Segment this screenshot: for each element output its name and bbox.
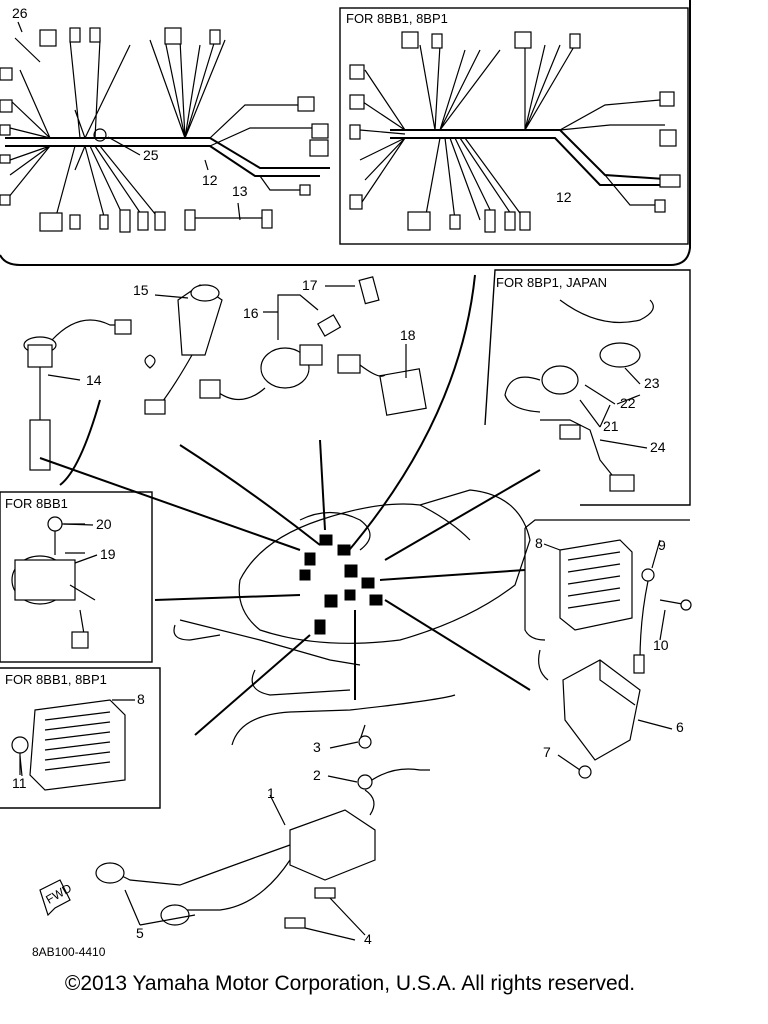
- callout-leaders: [17, 21, 673, 783]
- callout-4: 4: [364, 931, 372, 947]
- copyright-notice: ©2013 Yamaha Motor Corporation, U.S.A. A…: [64, 972, 636, 995]
- callout-6: 6: [676, 719, 684, 735]
- callout-3: 3: [313, 739, 321, 755]
- connector-group-left: [0, 27, 329, 233]
- starter-box-header: FOR 8BB1: [5, 496, 68, 511]
- callout-5: 5: [136, 925, 144, 941]
- callout-8-right: 8: [535, 535, 543, 551]
- rectifier-box-header: FOR 8BB1, 8BP1: [5, 672, 107, 687]
- callout-19: 19: [100, 546, 116, 562]
- callout-2: 2: [313, 767, 321, 783]
- part-6-cdi-unit: [538, 649, 641, 779]
- callout-17: 17: [302, 277, 318, 293]
- callout-26: 26: [12, 5, 28, 21]
- part-14-sender: [23, 319, 132, 471]
- callout-25: 25: [143, 147, 159, 163]
- wire-harness-panel: FOR 8BB1, 8BP1: [0, 0, 691, 266]
- callout-8-left: 8: [137, 691, 145, 707]
- callout-24: 24: [650, 439, 666, 455]
- callout-13: 13: [232, 183, 248, 199]
- callout-16: 16: [243, 305, 259, 321]
- snowmobile-outline: [173, 489, 531, 696]
- callout-1: 1: [267, 785, 275, 801]
- callout-12-right: 12: [556, 189, 572, 205]
- pointer-lines: [39, 274, 541, 736]
- rectifier-alt-box: FOR 8BB1, 8BP1: [0, 667, 161, 809]
- callout-23: 23: [644, 375, 660, 391]
- callout-20: 20: [96, 516, 112, 532]
- starter-8bb1-box: FOR 8BB1: [0, 491, 153, 663]
- rectifier-8-right: [524, 519, 692, 674]
- japan-box-header: FOR 8BP1, JAPAN: [496, 275, 607, 290]
- callout-11: 11: [12, 775, 27, 791]
- drawing-code: 8AB100-4410: [32, 945, 106, 959]
- connector-group-right: [349, 31, 681, 233]
- callout-numbers: 1 2 3 4 5 6 7 8 8 9 10 11 12 12 13 14 15…: [12, 5, 684, 947]
- callout-22: 22: [620, 395, 636, 411]
- callout-21: 21: [603, 418, 619, 434]
- part-15-condenser: [144, 284, 223, 415]
- fwd-arrow-icon: [39, 879, 71, 917]
- component-locators: [299, 534, 383, 635]
- callout-9: 9: [658, 537, 666, 553]
- callout-14: 14: [86, 372, 102, 388]
- callout-7: 7: [543, 744, 551, 760]
- callout-18: 18: [400, 327, 416, 343]
- callout-15: 15: [133, 282, 149, 298]
- callout-10: 10: [653, 637, 669, 653]
- japan-key-box: FOR 8BP1, JAPAN: [484, 269, 691, 506]
- callout-12-left: 12: [202, 172, 218, 188]
- ignition-coil-group: FWD: [39, 694, 456, 941]
- part-18-relay: [337, 354, 427, 416]
- harness-alt-header: FOR 8BB1, 8BP1: [346, 11, 448, 26]
- part-16-main-switch: [199, 276, 380, 401]
